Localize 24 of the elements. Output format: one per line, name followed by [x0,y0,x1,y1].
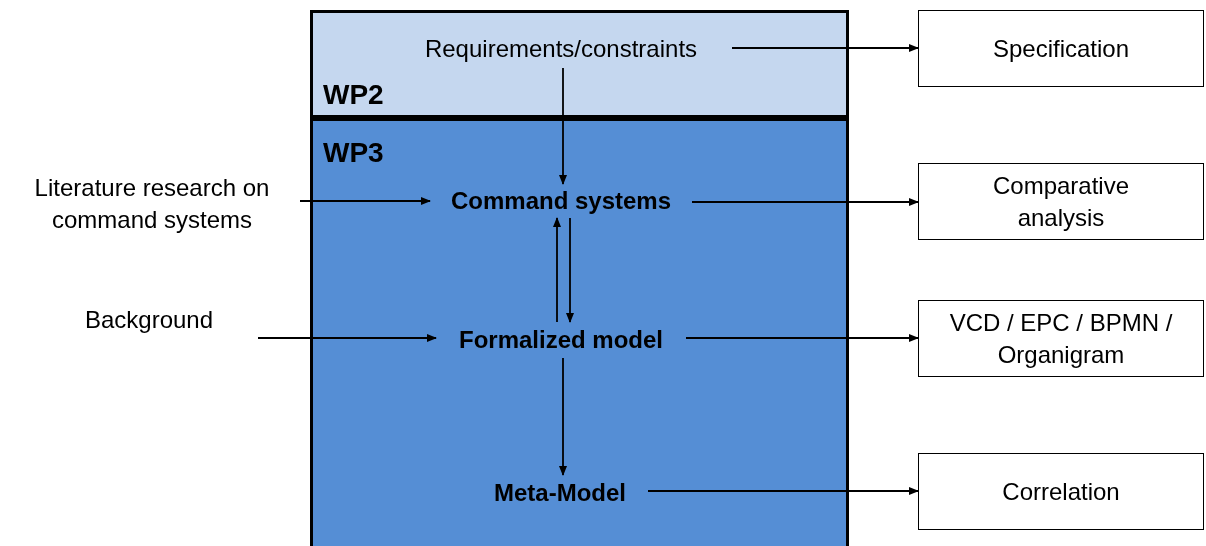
arrow [299,197,431,205]
package-heading: WP2 [323,81,384,109]
process-label: Requirements/constraints [390,30,732,68]
arrow [257,334,437,342]
input-label: Background [40,302,258,352]
work-package-band [310,118,849,546]
arrow [559,357,567,476]
arrow [731,44,919,52]
arrow [559,67,567,185]
process-label: Command systems [430,184,692,218]
output-box: Comparative analysis [918,163,1204,240]
arrow [553,217,561,323]
process-label: Meta-Model [472,475,648,510]
work-package-band [310,10,849,118]
package-heading: WP3 [323,139,384,167]
arrow [691,198,919,206]
output-box: Specification [918,10,1204,87]
arrow [685,334,919,342]
output-box: Correlation [918,453,1204,530]
process-label: Formalized model [436,322,686,358]
input-label: Literature research on command systems [4,165,300,242]
arrow [647,487,919,495]
arrow [566,217,574,323]
output-box: VCD / EPC / BPMN / Organigram [918,300,1204,377]
